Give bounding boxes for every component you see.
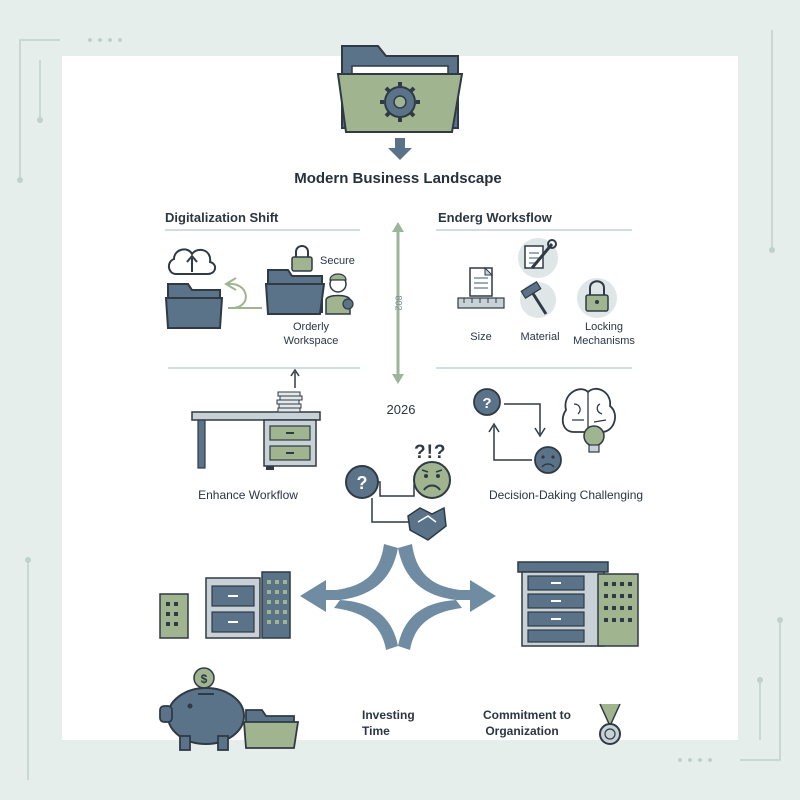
label-enhance-workflow: Enhance Workflow <box>198 488 298 502</box>
svg-text:$: $ <box>201 672 208 686</box>
lock-icon <box>291 245 313 272</box>
connector-lines <box>371 481 415 523</box>
person-icon <box>325 273 354 315</box>
label-material: Material <box>520 331 560 343</box>
label-size: Size <box>470 331 492 343</box>
svg-text:?: ? <box>357 473 368 493</box>
timeline-arrow <box>392 222 404 384</box>
handshake-icon <box>407 506 447 541</box>
padlock-icon <box>577 278 617 318</box>
label-orderly-line2: Workspace <box>283 335 339 347</box>
label-locking-line1: Locking <box>585 321 623 333</box>
down-arrow-icon <box>388 138 412 160</box>
hammer-icon <box>520 281 556 318</box>
folder-gear-icon <box>336 45 464 133</box>
folder-secure-icon <box>264 269 326 315</box>
split-arrows-icon <box>300 544 496 650</box>
sad-face-icon <box>413 461 451 499</box>
folder-bottom-icon <box>243 709 300 749</box>
section-heading-right: Enderg Worksflow <box>438 210 552 225</box>
document-ruler-icon <box>457 266 505 309</box>
label-commitment-line1: Commitment to <box>483 708 571 722</box>
svg-text:?: ? <box>482 395 491 412</box>
curved-arrow-icon <box>224 277 262 309</box>
label-investing-line2: Time <box>362 724 390 738</box>
cycle-arrows <box>488 403 546 461</box>
label-locking-line2: Mechanisms <box>573 335 635 347</box>
label-orderly-line1: Orderly <box>292 321 330 333</box>
folder-left-icon <box>164 283 224 329</box>
decision-question-icon: ? <box>473 388 501 416</box>
office-buildings-right-icon <box>517 561 639 647</box>
tools-icon <box>518 238 558 278</box>
confusion-marks: ?!? <box>414 442 447 463</box>
piggy-bank-icon: $ <box>159 667 245 751</box>
cloud-upload-icon <box>168 248 216 275</box>
office-buildings-left-icon <box>159 571 291 639</box>
desk-icon <box>191 368 321 470</box>
page-title: Modern Business Landscape <box>294 170 502 187</box>
label-decision-challenging: Decision-Daking Challenging <box>488 488 644 502</box>
question-bubble-icon: ? <box>345 465 379 499</box>
worried-face-icon <box>534 446 562 474</box>
timeline-rotated-label: 802 <box>393 295 404 311</box>
brain-bulb-icon <box>561 387 616 453</box>
label-investing-line1: Investing <box>362 708 415 722</box>
section-heading-left: Digitalization Shift <box>165 210 279 225</box>
label-commitment-line2: Organization <box>485 724 559 738</box>
medal-icon <box>599 703 621 745</box>
timeline-year: 2026 <box>386 402 416 417</box>
label-secure: Secure <box>320 255 355 267</box>
